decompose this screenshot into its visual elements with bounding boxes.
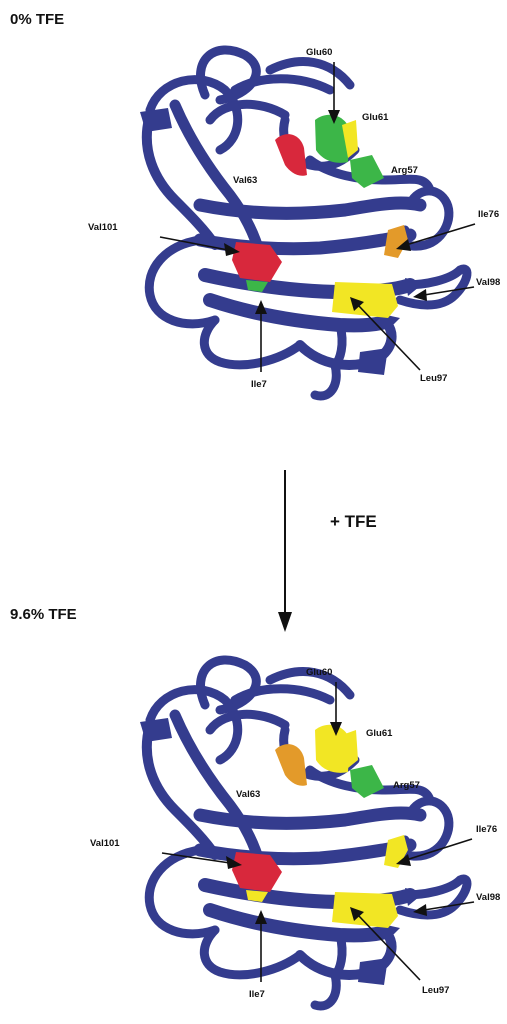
panel-title: 9.6% TFE	[10, 606, 77, 623]
label-leu97: Leu97	[422, 985, 449, 996]
down-arrow-icon	[278, 612, 292, 632]
label-ile7: Ile7	[249, 989, 265, 1000]
label-leu97: Leu97	[420, 373, 447, 384]
residue-val63	[275, 134, 307, 176]
label-ile76: Ile76	[476, 824, 497, 835]
label-glu60: Glu60	[306, 667, 332, 678]
label-val98: Val98	[476, 277, 500, 288]
label-val101: Val101	[88, 222, 118, 233]
label-val63: Val63	[233, 175, 257, 186]
residue-val63	[275, 744, 307, 786]
label-arg57: Arg57	[393, 780, 420, 791]
panel-0pct: 0% TFE Glu60 Glu61 Arg57 Val63 Val101 Il…	[10, 11, 500, 396]
label-val63: Val63	[236, 789, 260, 800]
panel-9-6pct: 9.6% TFE Glu60 Glu61 Arg57 Val63 Val101 …	[10, 606, 500, 1006]
label-glu61: Glu61	[366, 728, 393, 739]
protein-ribbon	[140, 660, 467, 1006]
panel-title: 0% TFE	[10, 11, 64, 28]
label-val101: Val101	[90, 838, 120, 849]
label-ile76: Ile76	[478, 209, 499, 220]
label-arg57: Arg57	[391, 165, 418, 176]
transition-label: + TFE	[330, 512, 377, 531]
protein-ribbon	[140, 50, 467, 396]
label-ile7: Ile7	[251, 379, 267, 390]
transition: + TFE	[278, 470, 377, 632]
label-val98: Val98	[476, 892, 500, 903]
residue-ile76	[384, 225, 408, 258]
label-glu61: Glu61	[362, 112, 389, 123]
label-glu60: Glu60	[306, 47, 332, 58]
